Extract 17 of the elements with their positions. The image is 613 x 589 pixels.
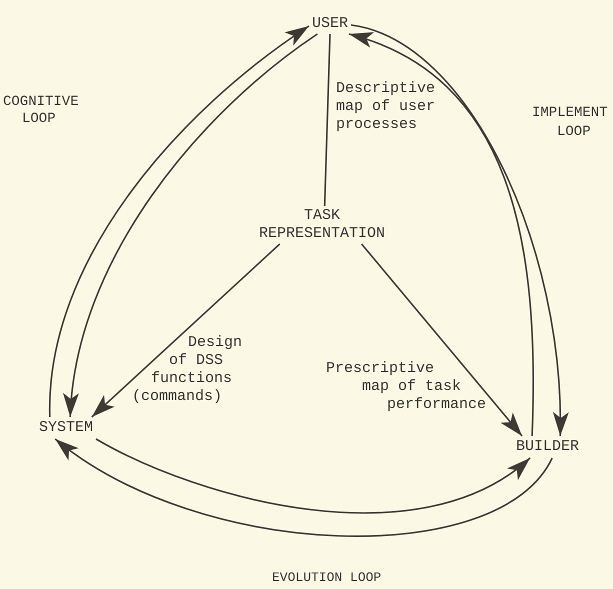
- loop-label: IMPLEMENT LOOP: [532, 104, 608, 142]
- arrow: [91, 243, 280, 418]
- node-label: TASK REPRESENTATION: [256, 206, 388, 244]
- curved-arrow: [96, 438, 531, 514]
- edge-label: Prescriptive map of task performance: [326, 360, 486, 414]
- loop-label: EVOLUTION LOOP: [272, 569, 382, 586]
- arrow: [360, 243, 523, 437]
- edge-label: Design of DSS functions (commands): [132, 334, 242, 406]
- curved-arrow: [348, 33, 534, 436]
- edge-label: Descriptive map of user processes: [336, 80, 436, 134]
- node-label: BUILDER: [514, 436, 581, 458]
- curved-arrow: [350, 24, 568, 436]
- curved-arrow: [54, 438, 553, 537]
- connector-line: [324, 34, 331, 206]
- node-label: SYSTEM: [36, 417, 96, 439]
- loop-label: COGNITIVE LOOP: [3, 94, 79, 128]
- node-label: USER: [309, 14, 351, 34]
